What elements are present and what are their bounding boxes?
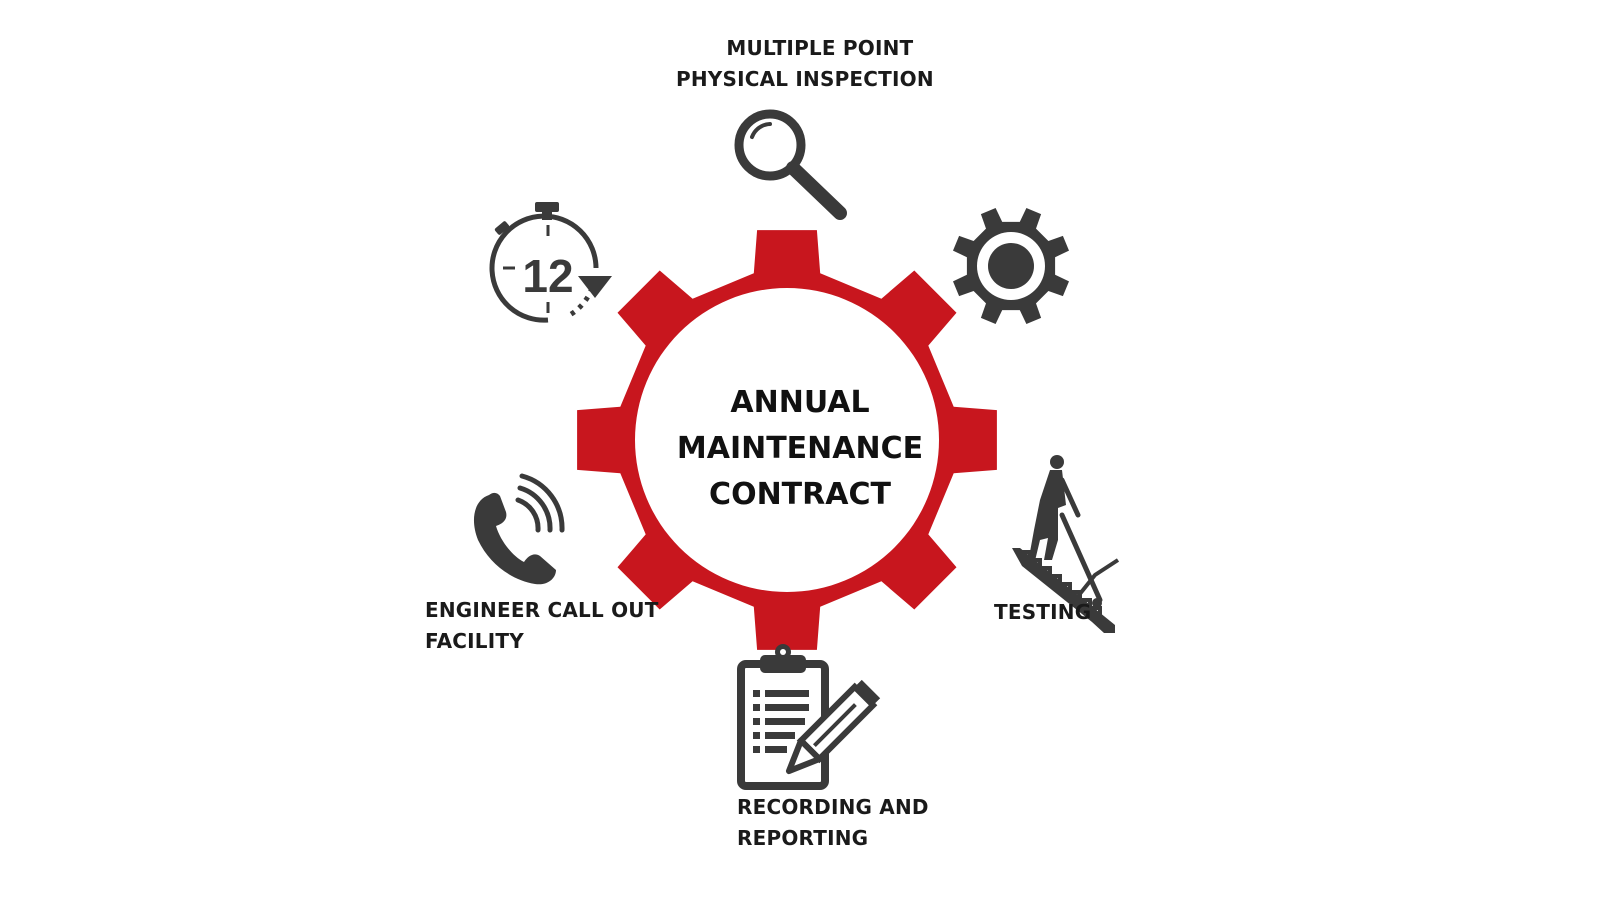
reporting-label-line-1: RECORDING AND: [737, 795, 929, 819]
reporting-label-line-2: REPORTING: [737, 826, 869, 850]
clipboard-pencil-icon: [737, 644, 881, 790]
center-title-line-3: CONTRACT: [709, 477, 891, 512]
center-title: ANNUAL MAINTENANCE CONTRACT: [650, 380, 950, 518]
phone-icon: [473, 473, 565, 585]
callout-label: ENGINEER CALL OUT FACILITY: [425, 595, 659, 657]
center-title-line-2: MAINTENANCE: [676, 431, 924, 466]
inspection-label-line-1: MULTIPLE POINT: [726, 36, 914, 60]
stopwatch-icon: 12: [489, 202, 612, 323]
testing-label-line-1: TESTING: [994, 600, 1092, 624]
stair-climber-icon: [1012, 455, 1120, 633]
testing-label: TESTING: [994, 597, 1091, 628]
inspection-label-line-2: PHYSICAL INSPECTION: [676, 67, 934, 91]
callout-label-line-1: ENGINEER CALL OUT: [425, 598, 659, 622]
gear-icon: [953, 208, 1069, 324]
callout-label-line-2: FACILITY: [425, 629, 524, 653]
small-gear-shape: [953, 208, 1069, 324]
center-title-line-1: ANNUAL: [730, 385, 870, 420]
magnifier-icon: [734, 109, 847, 220]
inspection-label: MULTIPLE POINT PHYSICAL INSPECTION: [676, 33, 934, 95]
reporting-label: RECORDING AND REPORTING: [737, 792, 929, 854]
stopwatch-number: 12: [522, 250, 573, 302]
